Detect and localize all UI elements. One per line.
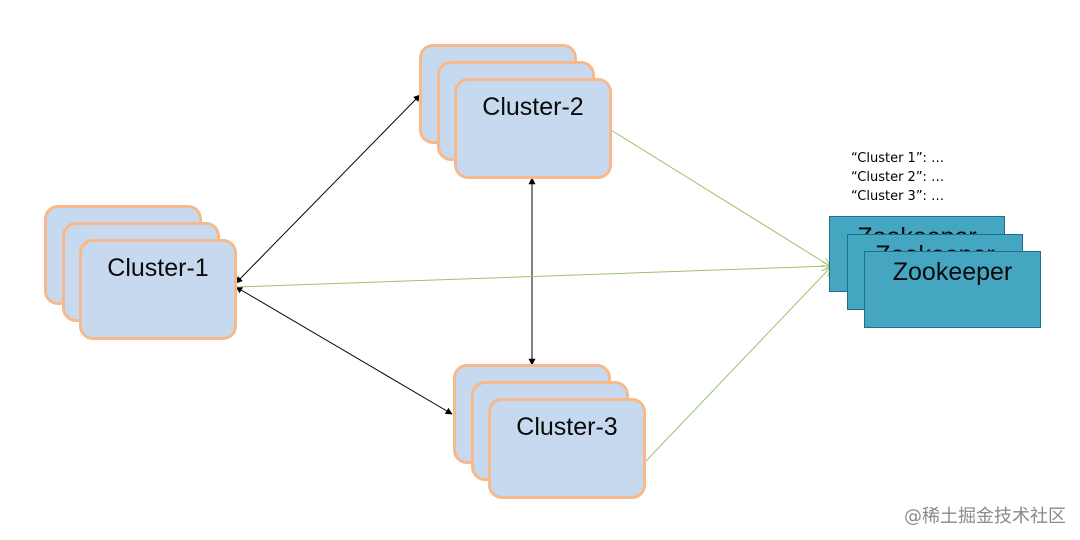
cluster-1-node: Cluster-1 <box>79 239 237 340</box>
zookeeper-note-cluster-2: “Cluster 2”: … <box>851 170 945 185</box>
link-cluster3-zookeeper <box>644 268 830 463</box>
zookeeper-note-cluster-3: “Cluster 3”: … <box>851 189 945 204</box>
cluster-2-label: Cluster-2 <box>482 93 584 121</box>
cluster-1-label: Cluster-1 <box>107 254 209 282</box>
zookeeper-note-cluster-1: “Cluster 1”: … <box>851 151 945 166</box>
watermark: @稀土掘金技术社区 <box>904 506 1066 527</box>
cluster-3-node: Cluster-3 <box>488 398 646 499</box>
link-cluster2-zookeeper <box>610 129 830 266</box>
cluster-3-label: Cluster-3 <box>516 413 618 441</box>
zookeeper-label: Zookeeper <box>892 258 1013 286</box>
link-cluster1-cluster3 <box>235 286 453 415</box>
cluster-2-node: Cluster-2 <box>454 78 612 179</box>
zookeeper-node: Zookeeper <box>864 251 1041 328</box>
link-cluster1-zookeeper <box>235 266 830 288</box>
link-cluster1-cluster2 <box>235 94 421 284</box>
